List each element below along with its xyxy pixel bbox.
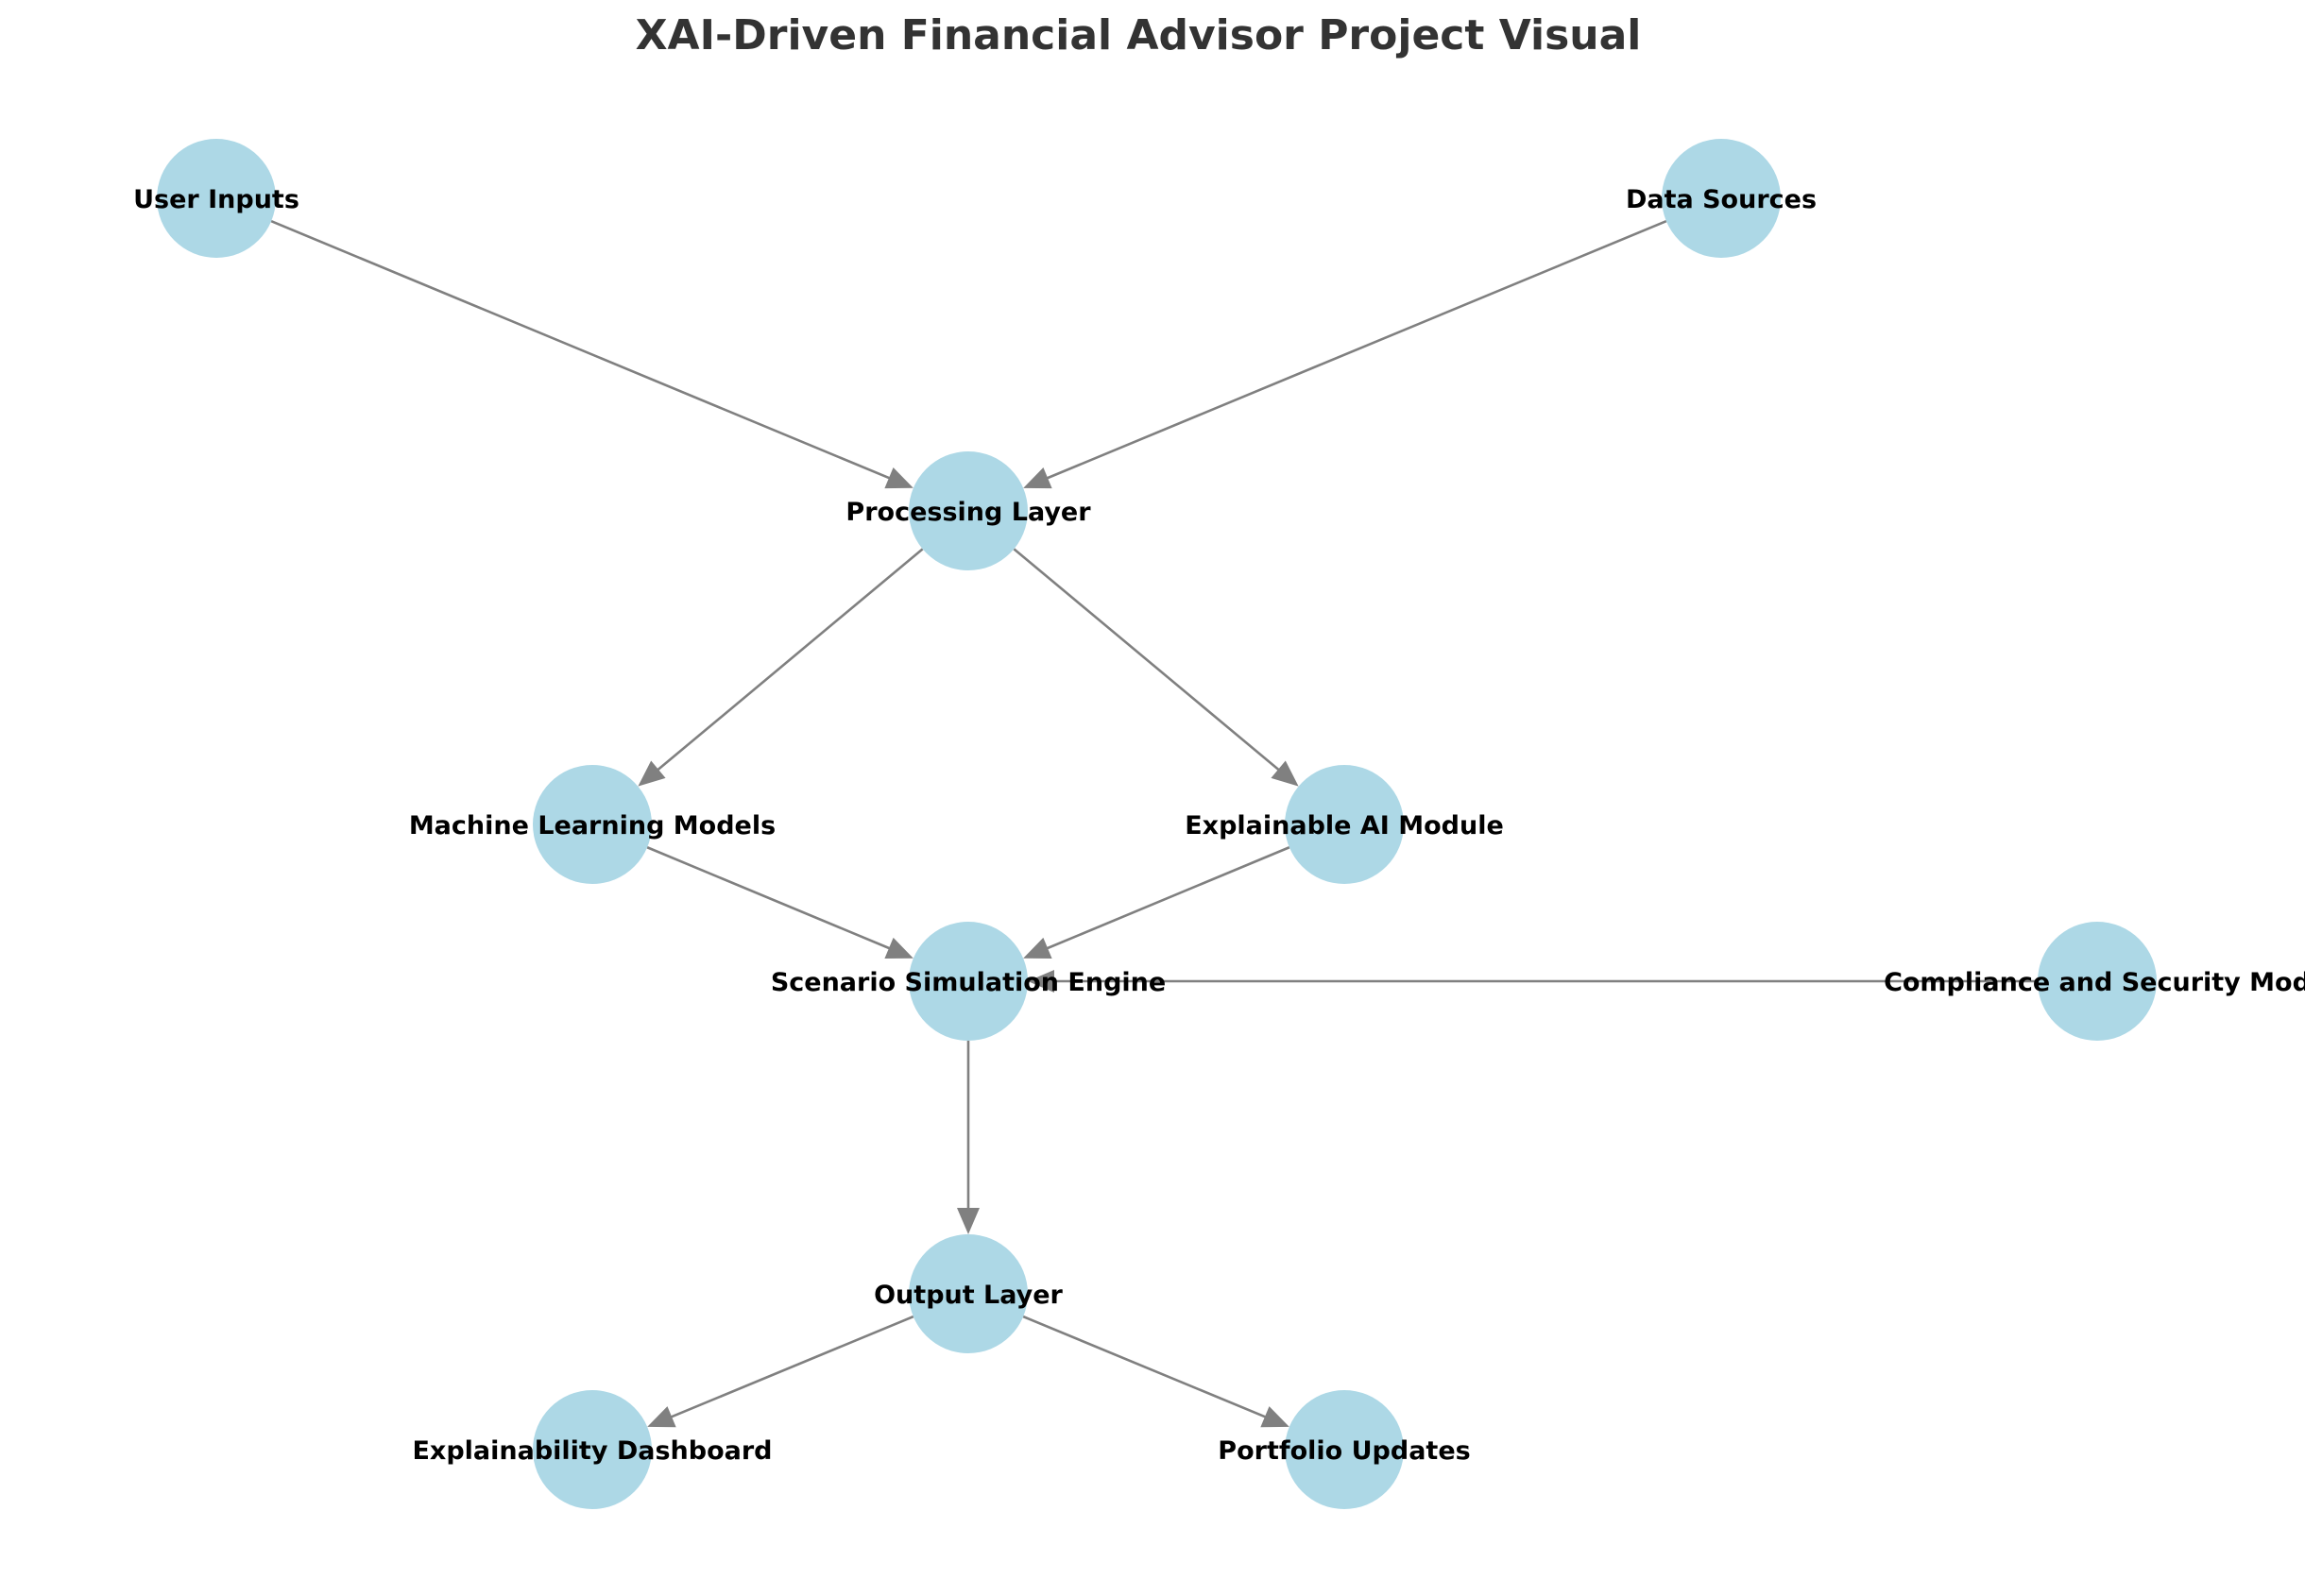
node-label-data-sources: Data Sources	[1626, 185, 1817, 214]
node-xai-module	[1285, 765, 1404, 884]
node-compliance-module	[2038, 922, 2157, 1041]
edge-compliance_module-to-scenario_engine	[1028, 970, 2038, 993]
edge-output_layer-to-portfolio_updates	[1022, 1315, 1289, 1428]
edge-data_sources-to-processing_layer	[1023, 219, 1667, 489]
edge-line	[1013, 548, 1283, 773]
node-label-xai-module: Explainable AI Module	[1185, 811, 1504, 840]
arrowhead	[1023, 467, 1052, 489]
node-label-compliance-module: Compliance and Security Mod	[1884, 968, 2305, 997]
edge-line	[654, 548, 924, 773]
edge-xai_module-to-scenario_engine	[1023, 846, 1290, 959]
node-label-user-inputs: User Inputs	[133, 185, 299, 214]
node-label-processing-layer: Processing Layer	[845, 498, 1091, 527]
node-label-scenario-engine: Scenario Simulation Engine	[771, 968, 1166, 997]
node-explainability-dashboard	[533, 1390, 652, 1509]
edge-line	[646, 846, 894, 951]
node-data-sources	[1662, 139, 1781, 258]
arrowhead	[884, 937, 913, 959]
node-processing-layer	[909, 451, 1028, 570]
diagram-title: XAI-Driven Financial Advisor Project Vis…	[636, 11, 1642, 59]
nodes-layer	[157, 139, 2157, 1509]
node-label-explainability-dashboard: Explainability Dashboard	[412, 1436, 772, 1466]
node-user-inputs	[157, 139, 276, 258]
arrowhead	[1260, 1406, 1289, 1428]
arrowhead	[1271, 760, 1299, 787]
arrowhead	[884, 467, 913, 489]
arrowhead	[1028, 970, 1054, 993]
edge-ml_models-to-scenario_engine	[646, 846, 913, 959]
edge-processing_layer-to-ml_models	[638, 548, 924, 787]
node-portfolio-updates	[1285, 1390, 1404, 1509]
edge-line	[1043, 846, 1290, 951]
arrowhead	[957, 1208, 980, 1234]
node-scenario-engine	[909, 922, 1028, 1041]
edge-line	[1022, 1315, 1270, 1419]
edges-layer	[270, 219, 2038, 1428]
edge-processing_layer-to-xai_module	[1013, 548, 1299, 787]
edge-line	[667, 1315, 914, 1419]
node-label-portfolio-updates: Portfolio Updates	[1218, 1436, 1470, 1466]
edge-user_inputs-to-processing_layer	[270, 219, 913, 489]
edge-output_layer-to-explainability_dashboard	[647, 1315, 914, 1428]
arrowhead	[647, 1406, 676, 1428]
node-label-ml-models: Machine Learning Models	[409, 811, 776, 840]
node-label-output-layer: Output Layer	[874, 1281, 1063, 1310]
arrowhead	[1023, 937, 1052, 959]
node-ml-models	[533, 765, 652, 884]
edge-line	[1043, 219, 1667, 481]
arrowhead	[638, 760, 666, 787]
edge-line	[270, 219, 894, 481]
node-output-layer	[909, 1234, 1028, 1353]
edge-scenario_engine-to-output_layer	[957, 1041, 980, 1234]
